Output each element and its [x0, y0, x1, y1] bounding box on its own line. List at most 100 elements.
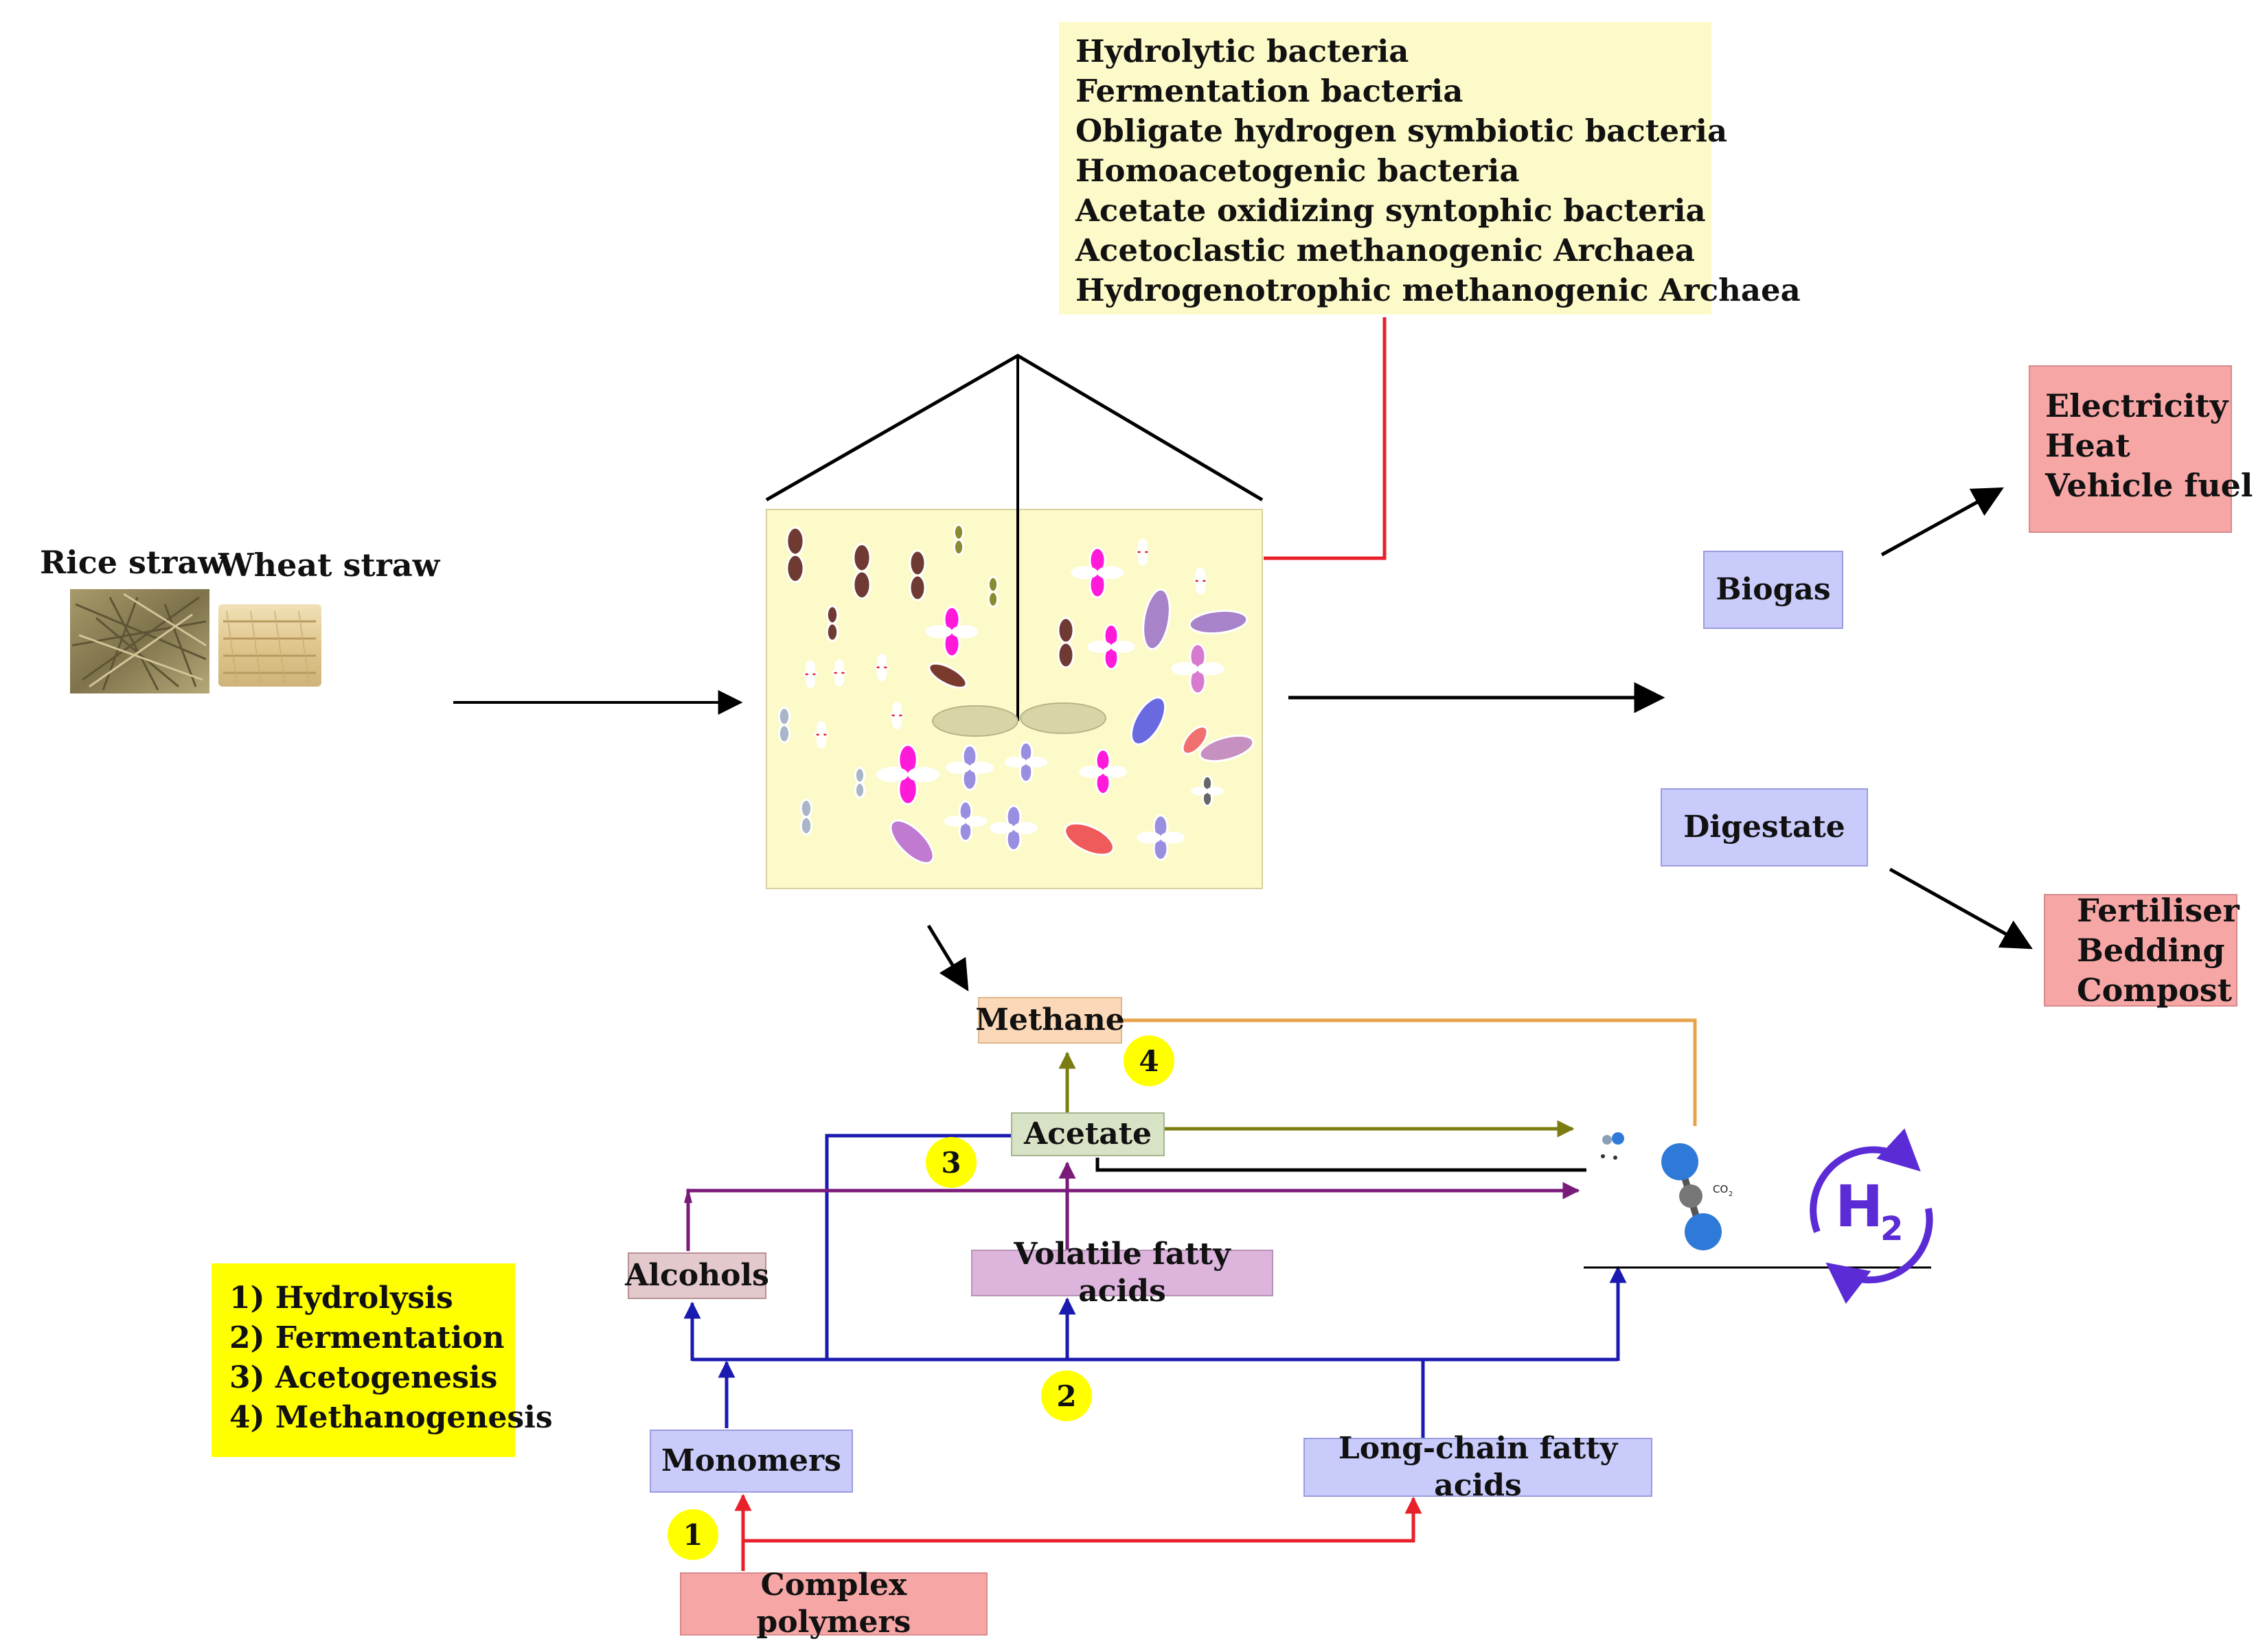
microbe-icon: [876, 766, 909, 783]
microbe-icon: [852, 542, 872, 573]
bacteria-item: Fermentation bacteria: [1075, 73, 1463, 109]
microbe-icon: [907, 766, 939, 783]
biogas-use-item: Heat: [2045, 427, 2130, 464]
bacteria-item: Hydrolytic bacteria: [1075, 33, 1409, 69]
microbe-icon: [825, 622, 839, 642]
microbe-icon: [1198, 734, 1255, 763]
microbe-icon: [889, 819, 935, 864]
microbe-icon: [909, 549, 926, 577]
microbe-icon: [805, 674, 816, 688]
microbe-icon: [786, 553, 805, 584]
methanogenesis-arrows: [1058, 1018, 1931, 1269]
microbe-icon: [1087, 641, 1112, 653]
bacteria-item: Obligate hydrogen symbiotic bacteria: [1075, 113, 1728, 149]
digestate-use-item: Bedding: [2077, 932, 2225, 969]
microbe-icon: [854, 781, 866, 799]
rice-straw-image: [70, 589, 209, 693]
microbe-icon: [1137, 538, 1148, 553]
legend-item: 3) Acetogenesis: [229, 1360, 498, 1395]
h2-molecule: [1601, 1132, 1624, 1160]
fermentation-arrows: [683, 1134, 1627, 1450]
methane-box: Methane: [975, 997, 1125, 1044]
volatile-fatty-acids-box: Volatile fatty acids: [971, 1237, 1273, 1309]
microbe-icon: [1160, 831, 1185, 844]
bacteria-item: Hydrogenotrophic methanogenic Archaea: [1075, 272, 1801, 308]
microbe-icon: [1197, 662, 1224, 676]
microbe-icon: [852, 570, 872, 600]
acetate-box: Acetate: [1011, 1112, 1165, 1156]
microbe-icon: [1188, 609, 1249, 635]
microbe-icon: [1097, 566, 1124, 580]
microbe-icon: [876, 667, 887, 681]
microbe-icon: [1013, 822, 1038, 834]
microbe-icon: [953, 538, 965, 556]
microbe-icon: [1079, 766, 1104, 778]
microbe-icon: [1102, 766, 1127, 778]
process-legend: 1) Hydrolysis 2) Fermentation 3) Acetoge…: [212, 1263, 553, 1457]
bacteria-list: Hydrolytic bacteria Fermentation bacteri…: [1059, 22, 1801, 314]
microbe-icon: [1171, 662, 1198, 676]
microbe-icon: [1064, 822, 1115, 856]
digestate-uses-arrow: [1889, 867, 2033, 950]
rice-straw-label: Rice straw: [40, 544, 225, 581]
microbe-icon: [1025, 757, 1048, 768]
h2-subscript: 2: [1880, 1210, 1903, 1248]
digestate-uses-box: Fertiliser Bedding Compost: [2044, 892, 2240, 1009]
microbe-icon: [876, 654, 887, 668]
step-marker-1: 1: [668, 1509, 718, 1560]
microbe-icon: [891, 715, 902, 729]
microbe-icon: [951, 625, 979, 639]
biogas-uses-box: Electricity Heat Vehicle fuel: [2029, 365, 2253, 533]
digestate-use-item: Fertiliser: [2077, 892, 2240, 929]
microbe-icon: [816, 734, 827, 748]
microbe-icon: [944, 816, 966, 827]
wheat-straw-image: [211, 592, 329, 706]
microbe-icon: [1137, 551, 1148, 566]
microbe-icon: [799, 816, 813, 836]
microbe-icon: [1142, 588, 1171, 650]
long-chain-fatty-acids-box: Long-chain fatty acids: [1303, 1431, 1652, 1503]
microbe-icon: [953, 523, 965, 541]
legend-item: 4) Methanogenesis: [229, 1400, 553, 1435]
co2-label: CO: [1713, 1183, 1728, 1195]
microbe-icon: [1195, 580, 1206, 595]
step-marker-2: 2: [1041, 1370, 1092, 1421]
microbe-icon: [816, 721, 827, 735]
microbe-icon: [777, 707, 791, 726]
microbe-icon: [1195, 567, 1206, 582]
microbe-icon: [987, 575, 999, 593]
microbe-icon: [1110, 641, 1135, 653]
microbe-icon: [834, 672, 845, 687]
biogas-use-item: Electricity: [2045, 387, 2229, 424]
hydrogen-cycle-icon: H 2: [1810, 1128, 1933, 1304]
bacteria-item: Homoacetogenic bacteria: [1075, 152, 1520, 189]
legend-item: 1) Hydrolysis: [229, 1281, 453, 1316]
legend-item: 2) Fermentation: [229, 1320, 505, 1355]
microbe-cluster: [777, 523, 1255, 864]
digestate-box: Digestate: [1661, 788, 1868, 867]
hydrolysis-arrows: [734, 1493, 1422, 1571]
microbe-icon: [990, 822, 1014, 834]
digester-tank: [765, 354, 1264, 889]
microbe-icon: [928, 662, 968, 689]
microbe-icon: [854, 766, 866, 784]
alcohols-box: Alcohols: [625, 1252, 769, 1299]
microbe-icon: [1191, 786, 1208, 796]
complex-polymers-box: Complex polymers: [680, 1568, 988, 1640]
acetogenesis-arrows: [684, 1161, 1580, 1251]
co2-molecule: CO 2: [1661, 1143, 1733, 1250]
microbe-icon: [1004, 757, 1027, 768]
wheat-straw-label: Wheat straw: [218, 547, 440, 584]
microbe-icon: [1071, 566, 1098, 580]
microbe-icon: [825, 605, 839, 625]
microbe-icon: [805, 661, 816, 675]
microbe-icon: [799, 799, 813, 818]
biogas-uses-arrow: [1880, 487, 2004, 557]
pathway-link-arrow: [926, 924, 969, 991]
microbe-icon: [834, 659, 845, 674]
bacteria-connector: [1264, 317, 1387, 560]
microbe-icon: [777, 724, 791, 744]
step-marker-4: 4: [1124, 1035, 1174, 1086]
